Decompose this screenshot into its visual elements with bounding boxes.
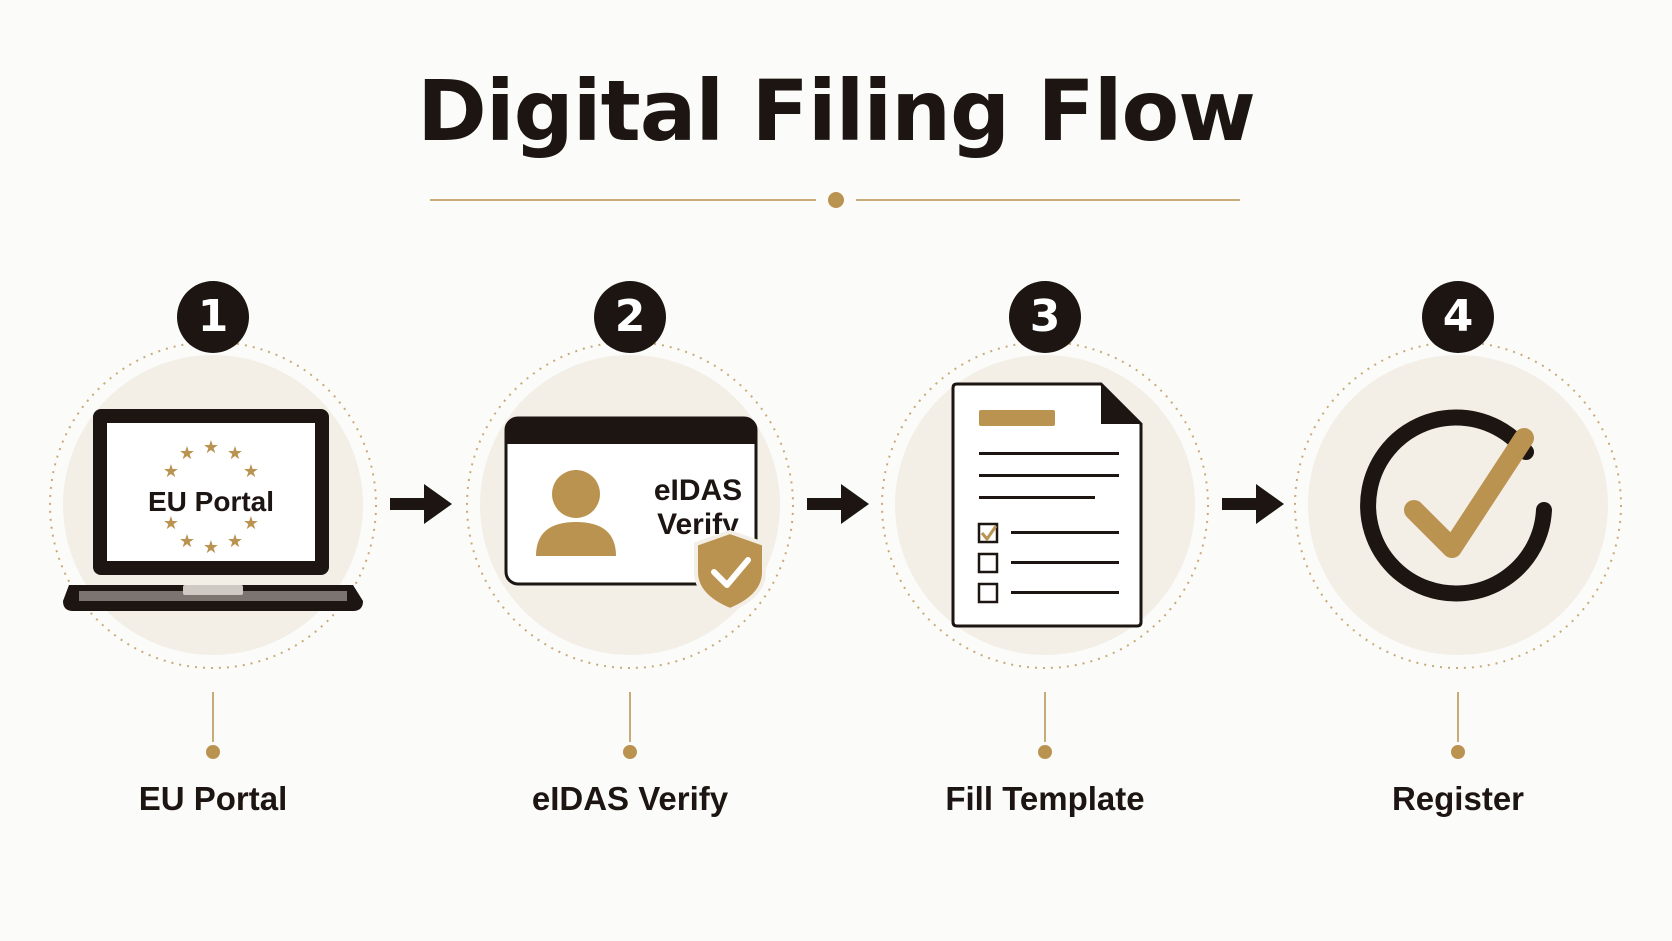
step-label: EU Portal [138, 780, 288, 817]
laptop-icon: ★ ★ ★ ★ ★ ★ ★ ★ ★ ★ EU Portal [63, 409, 363, 611]
shield-check-icon [694, 529, 766, 613]
step-label: Fill Template [945, 780, 1145, 817]
step-number-badge: 3 [1009, 281, 1081, 353]
check-circle-icon [1360, 409, 1552, 602]
svg-text:★: ★ [243, 461, 259, 482]
document-checklist-icon [951, 382, 1143, 628]
arrow-right-icon [807, 484, 869, 524]
step-4-frame [1294, 341, 1622, 759]
step-label: Register [1391, 780, 1525, 817]
svg-text:★: ★ [227, 531, 243, 552]
step-1: ★ ★ ★ ★ ★ ★ ★ ★ ★ ★ EU Portal 1 EU Porta… [33, 0, 393, 941]
svg-text:★: ★ [163, 513, 179, 534]
step-number-badge: 1 [177, 281, 249, 353]
step-2: eIDAS Verify 2 eIDAS Verify [450, 0, 810, 941]
step-number-badge: 4 [1422, 281, 1494, 353]
page-title: Digital Filing Flow [417, 62, 1256, 160]
svg-text:★: ★ [163, 461, 179, 482]
arrow-right-icon [390, 484, 452, 524]
laptop-screen-text: EU Portal [148, 486, 274, 517]
arrow-right-icon [1222, 484, 1284, 524]
step-3: 3 Fill Template [865, 0, 1225, 941]
svg-text:★: ★ [227, 443, 243, 464]
svg-text:★: ★ [179, 443, 195, 464]
title-divider [430, 192, 1240, 208]
svg-text:★: ★ [203, 437, 219, 458]
id-card-icon: eIDAS Verify [504, 416, 766, 613]
svg-text:★: ★ [179, 531, 195, 552]
step-number-badge: 2 [594, 281, 666, 353]
card-text-line1: eIDAS [654, 474, 742, 507]
eu-stars: ★ ★ ★ ★ ★ ★ ★ ★ ★ ★ [163, 437, 259, 558]
svg-text:★: ★ [203, 537, 219, 558]
step-label: eIDAS Verify [531, 780, 729, 817]
svg-text:★: ★ [243, 513, 259, 534]
step-4: 4 Register [1278, 0, 1638, 941]
